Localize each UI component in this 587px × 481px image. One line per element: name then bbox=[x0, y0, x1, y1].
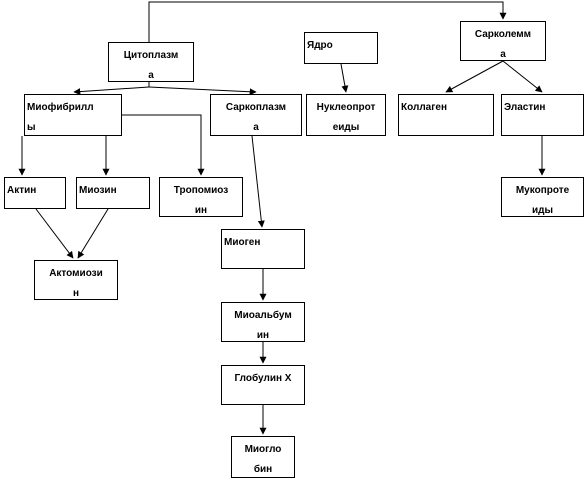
node-collagen: Коллаген bbox=[398, 94, 494, 136]
node-myofibrils-label: Миофибрилл ы bbox=[27, 102, 94, 133]
node-myogen-label: Миоген bbox=[224, 237, 261, 248]
node-sarcolemma: Сарколемм а bbox=[460, 21, 546, 61]
node-core-label: Ядро bbox=[307, 40, 333, 51]
node-collagen-label: Коллаген bbox=[401, 102, 447, 113]
connector-core-nucleoproteids bbox=[340, 63, 349, 93]
node-cytoplasm: Цитоплазм а bbox=[108, 42, 194, 82]
node-myoalbumin: Миоальбум ин bbox=[221, 302, 305, 342]
connector-cytoplasm-sarcoplasm bbox=[148, 86, 257, 96]
node-myogen: Миоген bbox=[221, 229, 305, 269]
node-sarcolemma-label: Сарколемм а bbox=[474, 29, 532, 60]
node-myofibrils: Миофибрилл ы bbox=[24, 94, 122, 136]
node-tropomyosin: Тропомиоз ин bbox=[159, 177, 243, 217]
node-myosin-label: Миозин bbox=[79, 185, 117, 196]
node-tropomyosin-label: Тропомиоз ин bbox=[173, 185, 229, 216]
connector-top-bracket bbox=[148, 1, 507, 42]
node-sarcoplasm-label: Саркоплазм а bbox=[225, 102, 287, 133]
connector-sarcolemma-collagen bbox=[445, 60, 504, 93]
node-actin: Актин bbox=[4, 177, 66, 209]
node-mucoproteids-label: Мукопроте иды bbox=[515, 185, 570, 216]
connector-actin-actomyosin bbox=[35, 208, 74, 259]
node-nucleoproteids-label: Нуклеопрот еиды bbox=[316, 102, 376, 133]
node-globulin-x: Глобулин Х bbox=[221, 365, 305, 405]
node-myoalbumin-label: Миоальбум ин bbox=[234, 310, 292, 341]
node-myoglobin-label: Миогло бин bbox=[244, 444, 282, 475]
connector-sarcoplasm-myogen bbox=[251, 135, 265, 228]
node-mucoproteids: Мукопроте иды bbox=[501, 177, 584, 217]
node-sarcoplasm: Саркоплазм а bbox=[210, 94, 302, 136]
node-myoglobin: Миогло бин bbox=[231, 436, 295, 478]
node-actin-label: Актин bbox=[7, 185, 37, 196]
node-cytoplasm-label: Цитоплазм а bbox=[123, 50, 179, 81]
node-myosin: Миозин bbox=[76, 177, 150, 209]
node-actomyosin-label: Актомиози н bbox=[49, 268, 103, 299]
node-nucleoproteids: Нуклеопрот еиды bbox=[306, 94, 386, 136]
node-core: Ядро bbox=[304, 32, 378, 64]
connector-sarcolemma-elastin bbox=[502, 60, 543, 93]
connector-cytoplasm-myofibrils bbox=[73, 86, 150, 96]
node-globulin-x-label: Глобулин Х bbox=[234, 373, 292, 384]
connector-myofibrils-tropomyosin bbox=[122, 114, 205, 176]
node-elastin: Эластин bbox=[501, 94, 584, 136]
connector-myosin-actomyosin bbox=[77, 208, 109, 259]
node-elastin-label: Эластин bbox=[504, 102, 546, 113]
node-actomyosin: Актомиози н bbox=[34, 260, 118, 300]
